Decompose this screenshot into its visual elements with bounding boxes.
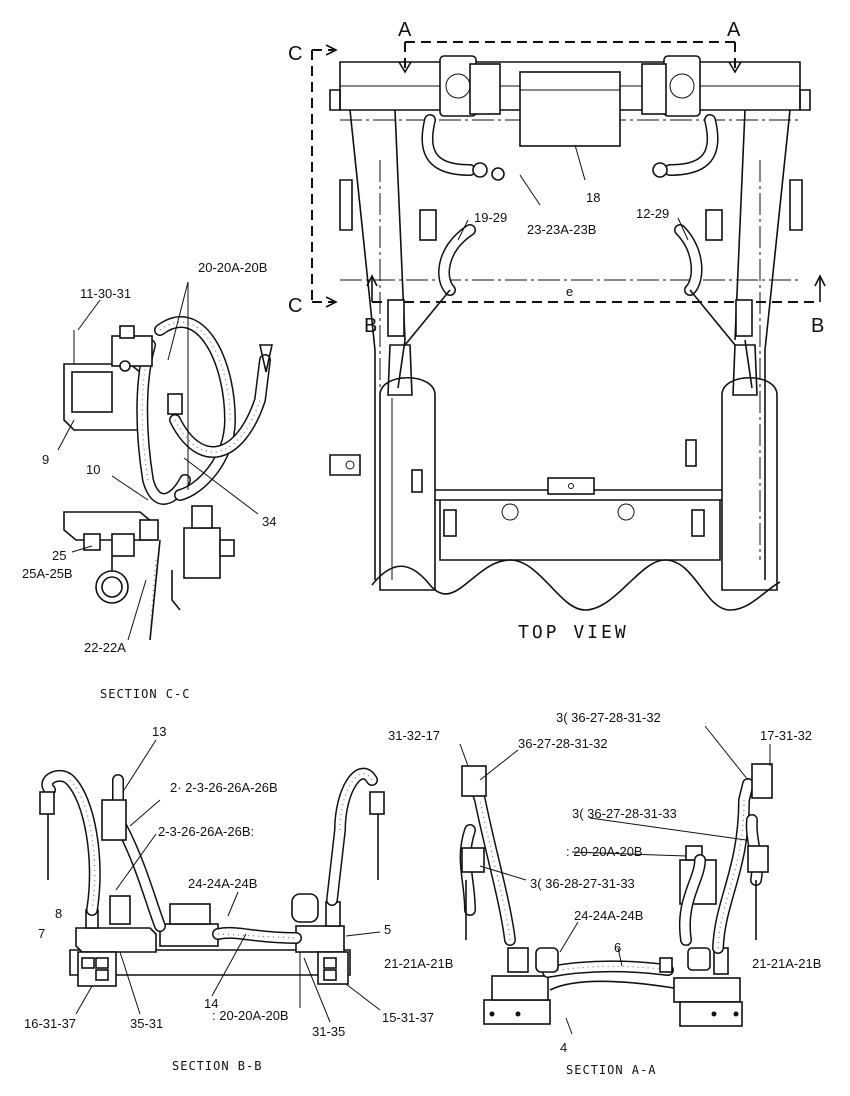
callout-25: 25 [52, 548, 66, 563]
section-marker-a-left: A [398, 19, 412, 41]
callout-21-21a-21b-right: 21-21A-21B [752, 956, 821, 971]
callout-24-24a-24b-aa: 24-24A-24B [574, 908, 643, 923]
callout-13: 13 [152, 724, 166, 739]
section-aa-title: SECTION A-A [566, 1063, 656, 1077]
callout-4: 4 [560, 1040, 567, 1055]
callout-7: 7 [38, 926, 45, 941]
section-marker-a-right: A [727, 19, 741, 41]
callout-23-23a-23b: 23-23A-23B [527, 222, 596, 237]
callout-31-32-17: 31-32-17 [388, 728, 440, 743]
callout-20-20a-20b: : 20-20A-20B [212, 1008, 289, 1023]
callout-31-35: 31-35 [312, 1024, 345, 1039]
callout-12-29: 12-29 [636, 206, 669, 221]
callout-14: 14 [204, 996, 218, 1011]
callout-10: 10 [86, 462, 100, 477]
callout-36-28-27-31-33: 3( 36-28-27-31-33 [530, 876, 635, 891]
callout-24-24a-24b: 24-24A-24B [188, 876, 257, 891]
section-cc-title: SECTION C-C [100, 687, 190, 701]
callout-36-27-28-31-33: 3( 36-27-28-31-33 [572, 806, 677, 821]
callout-6: 6 [614, 940, 621, 955]
callout-34: 34 [262, 514, 276, 529]
callout-16-31-37: 16-31-37 [24, 1016, 76, 1031]
callout-9: 9 [42, 452, 49, 467]
callout-15-31-37: 15-31-37 [382, 1010, 434, 1025]
section-bb: 13 2· 2-3-26-26A-26B 2-3-26-26A-26B: 24-… [24, 724, 434, 1073]
callout-17-31-32: 17-31-32 [760, 728, 812, 743]
callout-21-21a-21b-left: 21-21A-21B [384, 956, 453, 971]
section-cc: 11-30-31 20-20A-20B 9 10 34 25 25A-25B 2… [22, 260, 276, 701]
callout-20-20a-20b-aa: : 20-20A-20B [566, 844, 643, 859]
callout-36-27-28-31-32: 36-27-28-31-32 [518, 736, 608, 751]
section-marker-c-top: C [288, 43, 302, 65]
top-view-title: TOP VIEW [518, 622, 629, 643]
callout-22-22a: 22-22A [84, 640, 126, 655]
svg-text:e: e [566, 284, 573, 299]
top-view: e A A C C B B 18 23-23A-23B 19-29 12-29 … [288, 19, 826, 643]
section-aa: 3( 36-27-28-31-32 31-32-17 36-27-28-31-3… [384, 710, 821, 1077]
callout-11-30-31: 11-30-31 [80, 286, 131, 301]
callout-19-29: 19-29 [474, 210, 507, 225]
section-bb-title: SECTION B-B [172, 1059, 262, 1073]
callout-5: 5 [384, 922, 391, 937]
callout-35-31: 35-31 [130, 1016, 163, 1031]
callout-2-3-26-26a-26b-top: 2· 2-3-26-26A-26B [170, 780, 278, 795]
callout-25a-25b: 25A-25B [22, 566, 73, 581]
section-marker-b-right: B [811, 315, 824, 337]
section-marker-c-bottom: C [288, 295, 302, 317]
callout-18: 18 [586, 190, 600, 205]
callout-36-27-28-31-32-top: 3( 36-27-28-31-32 [556, 710, 661, 725]
callout-8: 8 [55, 906, 62, 921]
section-marker-b-left: B [364, 315, 377, 337]
callout-2-3-26-26a-26b: 2-3-26-26A-26B: [158, 824, 254, 839]
callout-20-20a-20b: 20-20A-20B [198, 260, 267, 275]
